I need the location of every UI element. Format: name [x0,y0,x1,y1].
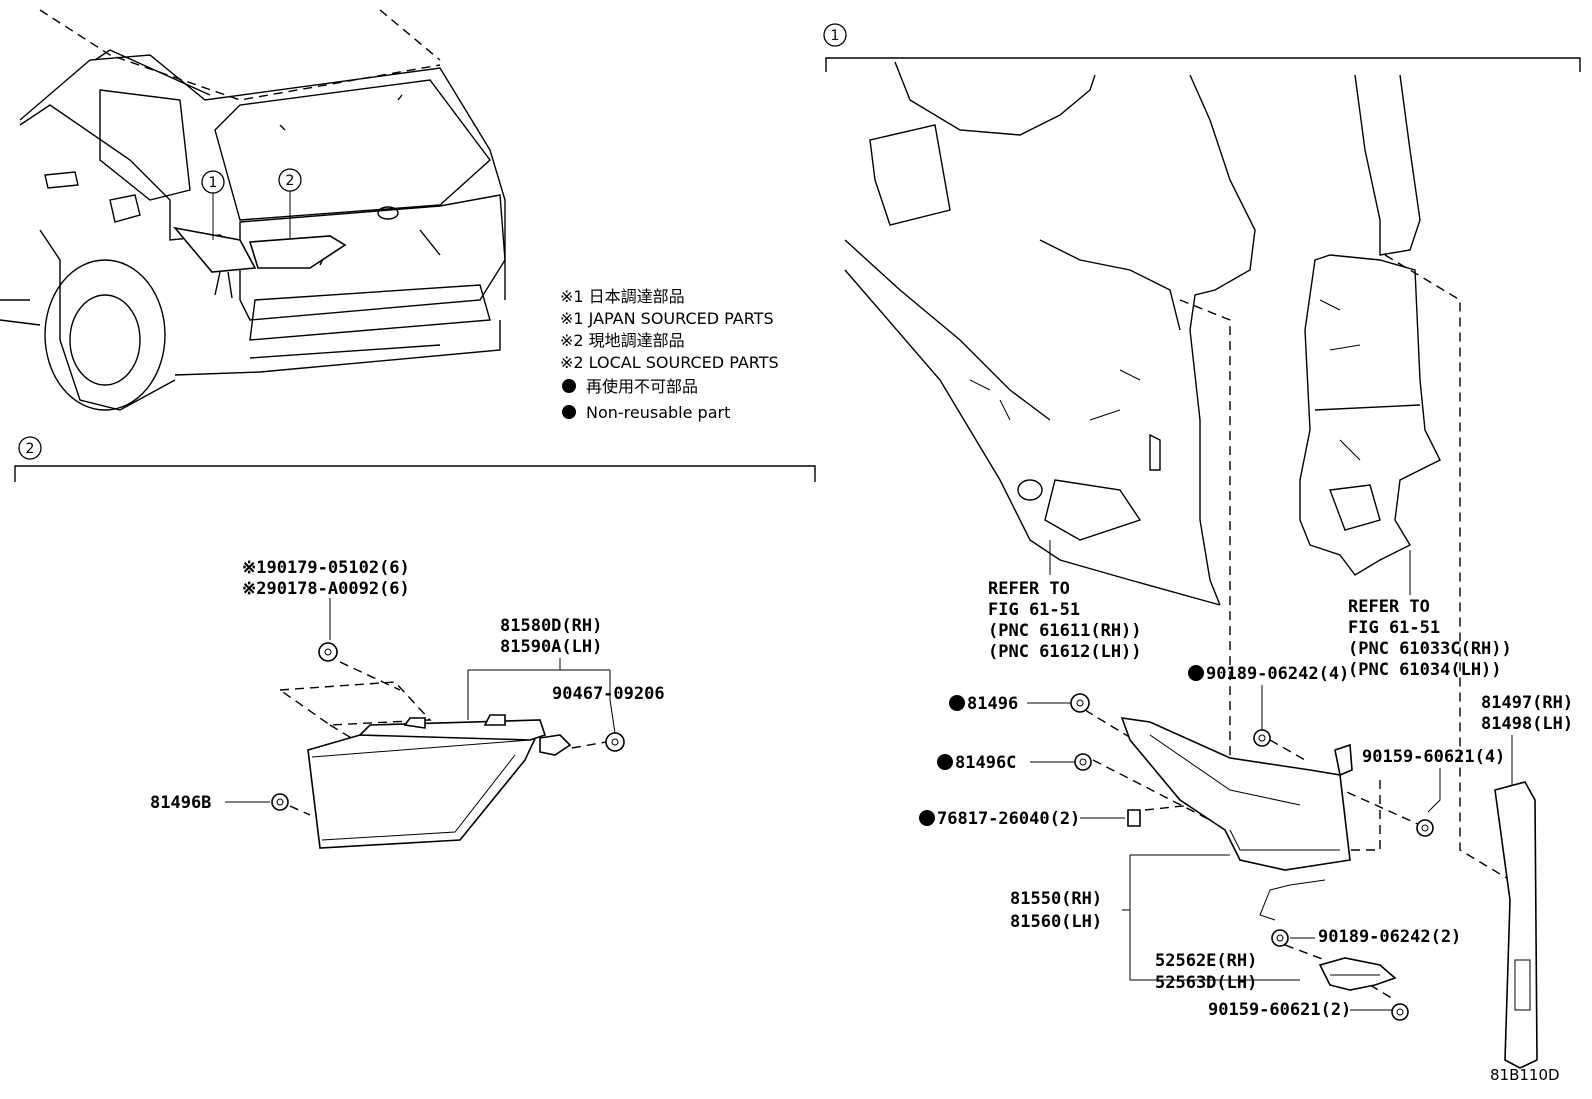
rear-lamp-assembly[interactable] [307,714,572,849]
label-76817: 76817-26040(2) [937,809,1080,829]
section-2-parts: ※190179-05102(6) ※290178-A0092(6) 81580D… [150,558,665,849]
svg-text:REFER TO: REFER TO [1348,597,1430,617]
body-panel-illustration [844,61,1441,606]
label-gasket: 81496B [150,793,211,813]
non-reusable-bullet-icon [562,379,576,393]
label-90159-bottom: 90159-60621(2) [1208,1000,1351,1020]
label-81560: 81560(LH) [1010,912,1102,932]
label-81496: 81496 [967,694,1018,714]
note-japan-en: ※1 JAPAN SOURCED PARTS [560,309,774,328]
label-52562: 52562E(RH) [1155,951,1257,971]
label-90189-top: 90189-06242(4) [1206,664,1349,684]
svg-text:FIG 61-51: FIG 61-51 [988,600,1080,620]
section-1-header: 1 [823,23,1581,72]
screw-90159-bottom-icon[interactable] [1391,1003,1409,1021]
label-52563: 52563D(LH) [1155,973,1257,993]
label-screw: 90467-09206 [552,684,665,704]
gasket-icon[interactable] [271,793,289,811]
non-reusable-bullet-icon [562,405,576,419]
svg-text:(PNC 61612(LH)): (PNC 61612(LH)) [988,642,1142,662]
label-clip-japan: ※190179-05102(6) [242,558,410,578]
clip-76817-icon[interactable] [1127,809,1141,827]
pillar-garnish[interactable] [1494,781,1538,1069]
label-90159-right: 90159-60621(4) [1362,747,1505,767]
label-81550: 81550(RH) [1010,889,1102,909]
section-1-parts-lower: 81550(RH) 81560(LH) 90189-06242(2) 52562… [1010,854,1461,1021]
note-non-reusable-jp: 再使用不可部品 [586,377,698,396]
clip-icon[interactable] [318,642,338,662]
section-1-parts-left: 81496 81496C 76817-26040(2) [919,693,1141,829]
label-lamp-rh: 81580D(RH) [500,616,602,636]
svg-text:2: 2 [26,441,35,457]
svg-text:REFER TO: REFER TO [988,579,1070,599]
label-81497: 81497(RH) [1481,693,1573,713]
label-81496c: 81496C [955,753,1016,773]
svg-text:FIG 61-51: FIG 61-51 [1348,618,1440,638]
seal-81496c-icon[interactable] [1074,753,1092,771]
svg-text:2: 2 [286,173,295,189]
non-reusable-bullet-icon [937,754,953,770]
clip-81496-icon[interactable] [1070,693,1090,713]
figure-code: 81B110D [1490,1066,1560,1084]
assembly-guides [1084,254,1511,1001]
section-2-header: 2 [14,436,816,482]
label-clip-local: ※290178-A0092(6) [242,579,410,599]
screw-icon[interactable] [605,732,625,752]
reference-notes: REFER TO FIG 61-51 (PNC 61611(RH)) (PNC … [988,540,1512,680]
quarter-lamp-assembly[interactable] [1120,717,1353,921]
svg-text:1: 1 [831,28,840,44]
svg-text:1: 1 [209,175,218,191]
nut-90189-bottom-icon[interactable] [1271,929,1289,947]
label-lamp-lh: 81590A(LH) [500,637,602,657]
svg-text:(PNC 61034(LH)): (PNC 61034(LH)) [1348,660,1502,680]
note-local-en: ※2 LOCAL SOURCED PARTS [560,353,779,372]
label-90189-bottom: 90189-06242(2) [1318,927,1461,947]
section-1-parts-right: 90189-06242(4) 90159-60621(4) 81497(RH) … [1188,664,1573,837]
bracket-52562-icon[interactable] [1318,957,1397,991]
note-local-jp: ※2 現地調達部品 [560,331,685,350]
non-reusable-bullet-icon [919,810,935,826]
note-japan-jp: ※1 日本調達部品 [560,287,685,306]
legend-notes: ※1 日本調達部品 ※1 JAPAN SOURCED PARTS ※2 現地調達… [560,287,779,422]
vehicle-callout-2[interactable]: 2 [278,168,302,238]
non-reusable-bullet-icon [949,695,965,711]
vehicle-callout-1[interactable]: 1 [201,170,225,240]
svg-text:(PNC 61611(RH)): (PNC 61611(RH)) [988,621,1142,641]
screw-90159-right-icon[interactable] [1416,819,1434,837]
svg-text:(PNC 61033C(RH)): (PNC 61033C(RH)) [1348,639,1512,659]
label-81498: 81498(LH) [1481,714,1573,734]
non-reusable-bullet-icon [1188,665,1204,681]
nut-90189-top-icon[interactable] [1253,729,1271,747]
vehicle-illustration [0,9,506,411]
note-non-reusable-en: Non-reusable part [586,403,730,422]
